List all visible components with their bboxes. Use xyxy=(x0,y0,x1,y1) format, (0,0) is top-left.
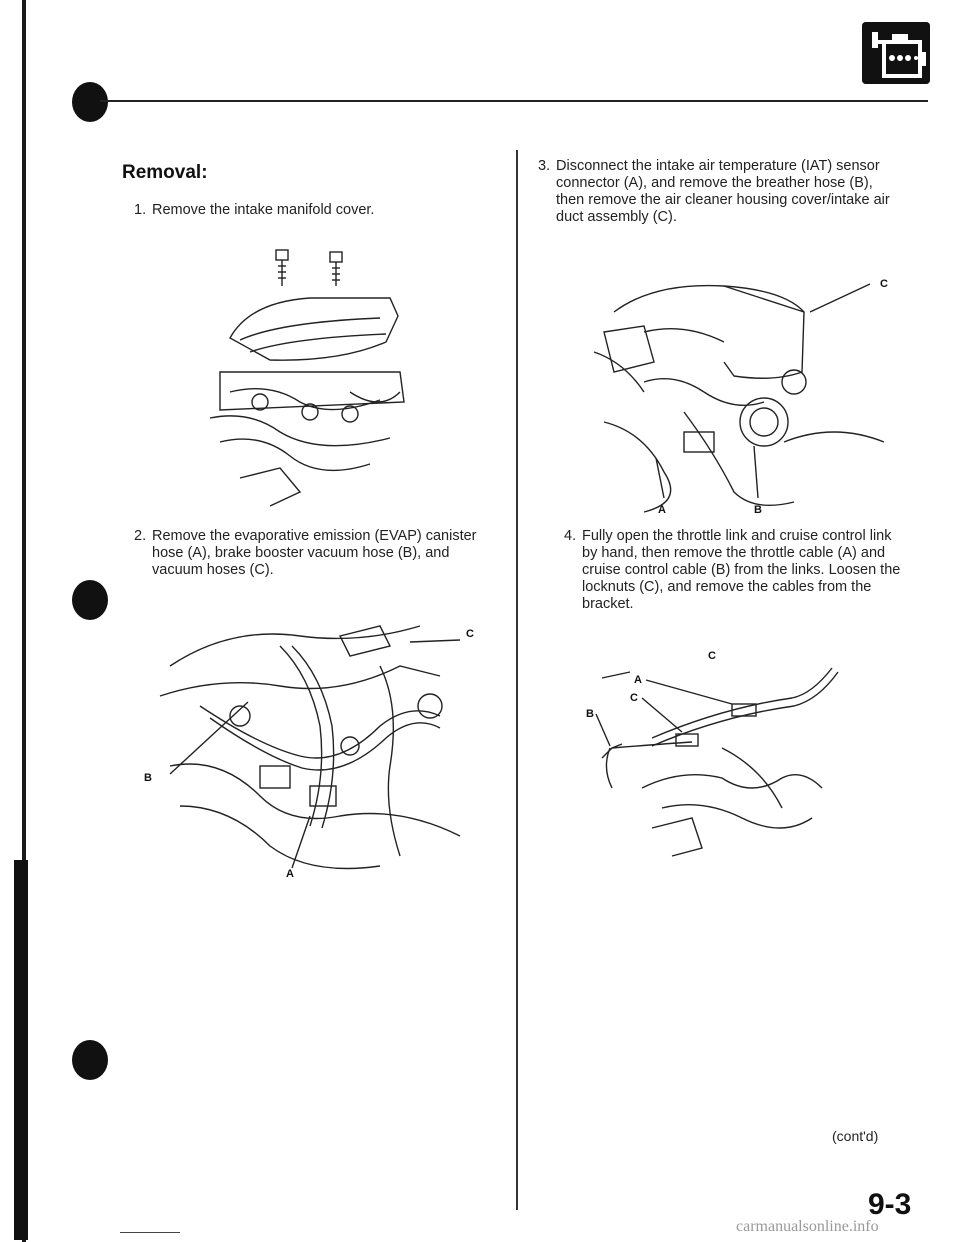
callout-label-b: B xyxy=(754,504,762,516)
continued-label: (cont'd) xyxy=(832,1128,879,1144)
figure-throttle-cables: C A C B xyxy=(582,648,852,858)
watermark: carmanualsonline.info xyxy=(736,1218,879,1235)
step-2: 2. Remove the evaporative emission (EVAP… xyxy=(134,528,492,579)
callout-label-a: A xyxy=(658,504,666,516)
bolt-icon xyxy=(329,251,343,286)
step-text: Remove the intake manifold cover. xyxy=(152,202,375,218)
step-4: 4. Fully open the throttle link and crui… xyxy=(564,528,902,613)
binder-edge-line xyxy=(22,0,26,1242)
step-3: 3. Disconnect the intake air temperature… xyxy=(538,158,896,226)
page-number: 9-3 xyxy=(868,1188,912,1221)
step-number: 4. xyxy=(564,528,577,544)
callout-label-b: B xyxy=(144,772,152,784)
section-title: Removal: xyxy=(122,162,208,183)
step-number: 1. xyxy=(134,202,147,218)
step-text: Fully open the throttle link and cruise … xyxy=(582,528,901,612)
callout-label-a: A xyxy=(634,674,642,686)
step-number: 3. xyxy=(538,158,551,174)
step-text: Disconnect the intake air temperature (I… xyxy=(556,158,890,225)
callout-label-c: C xyxy=(630,692,638,704)
figure-air-cleaner: C A B xyxy=(584,272,904,524)
binder-hole-bottom xyxy=(72,1040,108,1080)
header-rule xyxy=(100,100,928,102)
figure-evap-hoses: C B A xyxy=(140,606,490,896)
binder-hole-top xyxy=(72,82,108,122)
callout-label-a: A xyxy=(286,868,294,880)
step-1: 1. Remove the intake manifold cover. xyxy=(134,202,492,219)
callout-label-c: C xyxy=(708,650,716,662)
binder-edge-thick xyxy=(14,860,28,1240)
binder-hole-middle xyxy=(72,580,108,620)
footer-mark xyxy=(120,1232,180,1233)
column-divider xyxy=(516,150,518,1210)
step-text: Remove the evaporative emission (EVAP) c… xyxy=(152,528,477,578)
callout-label-c: C xyxy=(880,278,888,290)
figure-intake-manifold-cover xyxy=(190,242,420,514)
callout-label-c: C xyxy=(466,628,474,640)
callout-label-b: B xyxy=(586,708,594,720)
engine-icon xyxy=(862,22,930,84)
bolt-icon xyxy=(275,249,289,286)
step-number: 2. xyxy=(134,528,147,544)
